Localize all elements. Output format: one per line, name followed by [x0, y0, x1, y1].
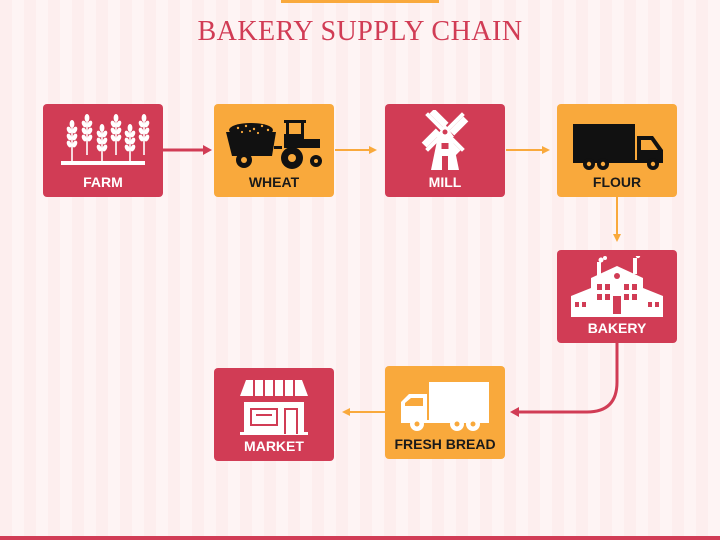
page-title: BAKERY SUPPLY CHAIN: [197, 16, 523, 47]
windmill-icon: [421, 110, 469, 170]
stage-label-flour: FLOUR: [592, 174, 642, 190]
stage-label-mill: MILL: [428, 174, 462, 190]
stage-farm: FARM: [43, 104, 163, 197]
stage-bakery: BAKERY: [557, 250, 677, 343]
stage-label-fresh-bread: FRESH BREAD: [394, 436, 496, 452]
arrow-mill-to-flour: [506, 146, 550, 154]
arrow-fresh-bread-to-market: [342, 408, 385, 416]
stage-fresh-bread: FRESH BREAD: [385, 366, 505, 459]
arrow-wheat-to-mill: [335, 146, 377, 154]
stage-market: MARKET: [214, 368, 334, 461]
storefront-icon: [240, 380, 308, 435]
stage-mill: MILL: [385, 104, 505, 197]
truck-icon: [573, 124, 663, 170]
stage-label-farm: FARM: [83, 174, 123, 190]
arrow-farm-to-wheat: [163, 145, 212, 155]
stage-flour: FLOUR: [557, 104, 677, 197]
top-accent-bar: [281, 0, 439, 3]
stage-label-market: MARKET: [244, 438, 304, 454]
stage-label-bakery: BAKERY: [587, 320, 647, 336]
stage-label-wheat: WHEAT: [248, 174, 300, 190]
bottom-accent-bar: [0, 536, 720, 540]
stage-wheat: WHEAT: [214, 104, 334, 197]
factory-icon: [571, 256, 663, 317]
arrow-bakery-to-fresh-bread: [510, 343, 619, 417]
wheat-field-icon: [61, 114, 151, 165]
tractor-trailer-icon: [226, 120, 322, 169]
delivery-truck-icon: [401, 382, 489, 431]
arrow-flour-to-bakery: [613, 197, 621, 242]
